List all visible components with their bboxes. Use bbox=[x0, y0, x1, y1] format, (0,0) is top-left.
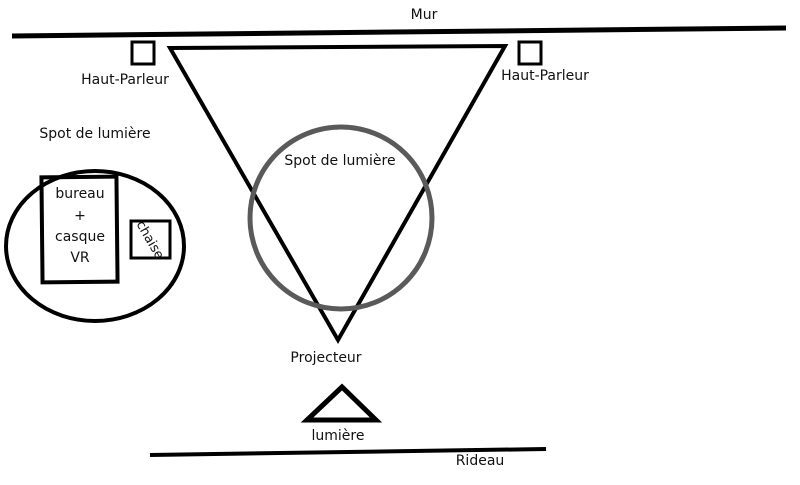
desk-label-line1: bureau bbox=[55, 186, 104, 202]
chair-label: chaise bbox=[133, 218, 167, 262]
light-label: lumière bbox=[312, 428, 365, 444]
wall-label: Mur bbox=[411, 7, 438, 23]
chair-box bbox=[129, 219, 172, 260]
projector-label: Projecteur bbox=[290, 350, 361, 366]
speaker-left-label: Haut-Parleur bbox=[81, 72, 169, 88]
speaker-left-box bbox=[130, 40, 156, 66]
curtain-line bbox=[149, 447, 547, 457]
speaker-right-label: Haut-Parleur bbox=[501, 68, 589, 84]
curtain-label: Rideau bbox=[456, 453, 505, 469]
desk-label-line2: + bbox=[74, 208, 86, 224]
projection-triangle bbox=[166, 43, 509, 345]
speaker-right-box bbox=[517, 40, 543, 66]
spotlight-center-circle bbox=[247, 124, 435, 312]
desk-label-line4: VR bbox=[70, 250, 90, 266]
wall-line bbox=[11, 25, 787, 39]
desk-label-line3: casque bbox=[55, 229, 105, 245]
light-triangle bbox=[300, 383, 383, 423]
desk-box bbox=[39, 174, 120, 285]
spotlight-center-label: Spot de lumière bbox=[284, 153, 395, 169]
spotlight-left-label: Spot de lumière bbox=[39, 126, 150, 142]
spotlight-left-circle bbox=[4, 169, 186, 323]
